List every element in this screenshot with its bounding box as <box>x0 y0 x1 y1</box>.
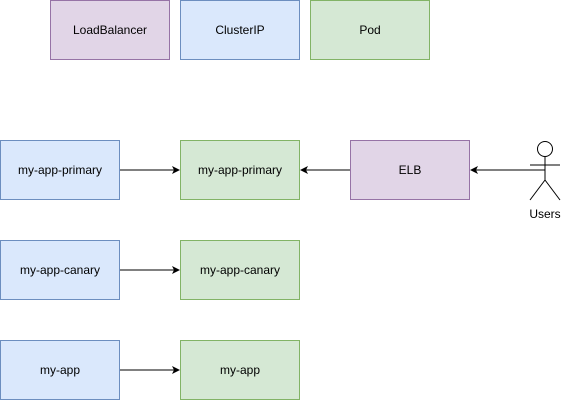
pod-my-app-canary[interactable]: my-app-canary <box>180 240 300 300</box>
elb-label: ELB <box>398 163 422 177</box>
service-my-app-canary[interactable]: my-app-canary <box>0 240 120 300</box>
service-my-app-primary[interactable]: my-app-primary <box>0 140 120 200</box>
service-my-app-canary-label: my-app-canary <box>19 263 101 277</box>
service-my-app[interactable]: my-app <box>0 340 120 400</box>
legend-pod[interactable]: Pod <box>310 0 430 60</box>
user-actor-icon[interactable] <box>529 141 561 201</box>
pod-my-app-primary-label: my-app-primary <box>197 163 282 177</box>
service-my-app-label: my-app <box>39 363 80 377</box>
pod-my-app-primary[interactable]: my-app-primary <box>180 140 300 200</box>
legend-pod-label: Pod <box>359 23 381 37</box>
elb-node[interactable]: ELB <box>350 140 470 200</box>
users-label: Users <box>529 207 561 221</box>
legend-loadbalancer[interactable]: LoadBalancer <box>50 0 170 60</box>
legend-loadbalancer-label: LoadBalancer <box>72 23 148 37</box>
pod-my-app[interactable]: my-app <box>180 340 300 400</box>
pod-my-app-label: my-app <box>219 363 260 377</box>
pod-my-app-canary-label: my-app-canary <box>199 263 281 277</box>
service-my-app-primary-label: my-app-primary <box>17 163 102 177</box>
legend-clusterip-label: ClusterIP <box>215 23 265 37</box>
legend-clusterip[interactable]: ClusterIP <box>180 0 300 60</box>
